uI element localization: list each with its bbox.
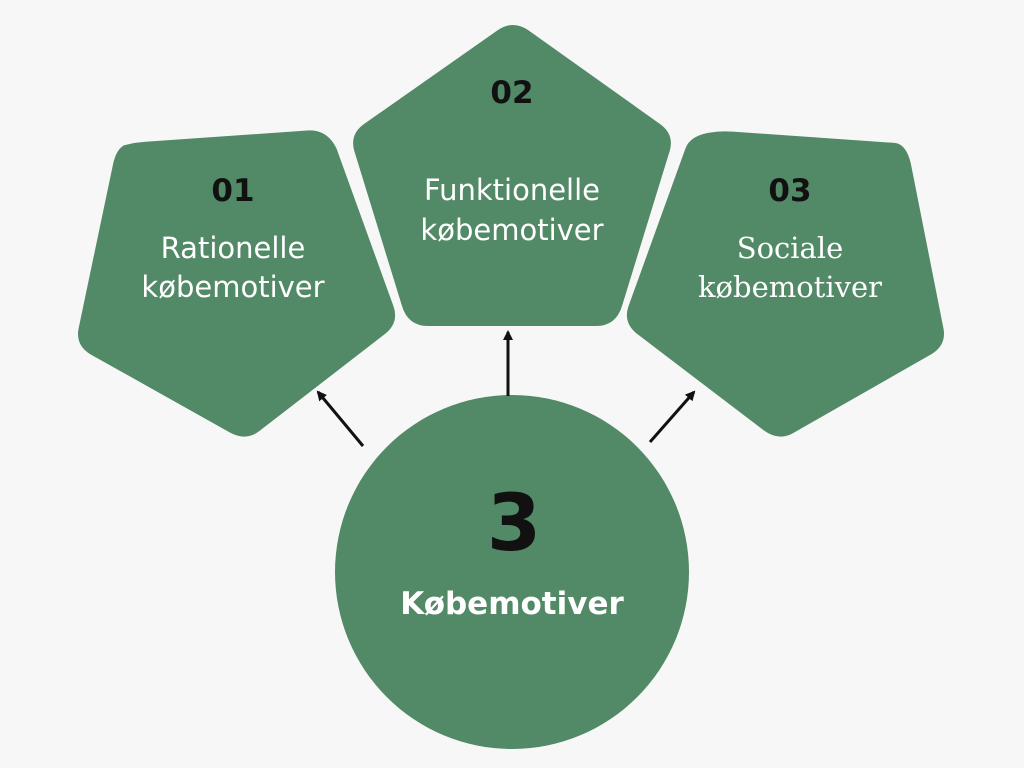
motive-02-number: 02 <box>490 75 533 111</box>
motive-03-line1: Sociale <box>737 231 844 265</box>
pentagon-03 <box>626 131 944 437</box>
center-label: Købemotiver <box>400 586 624 622</box>
motive-01-line2: købemotiver <box>141 270 324 304</box>
center-number: 3 <box>487 479 541 569</box>
motive-03-number: 03 <box>768 173 811 209</box>
motive-02-line2: købemotiver <box>420 213 603 247</box>
pentagon-02 <box>353 25 671 326</box>
arrow-to-03 <box>648 390 696 443</box>
pentagon-01 <box>78 130 396 437</box>
center-circle <box>335 395 689 749</box>
motive-01-number: 01 <box>211 173 254 209</box>
arrow-to-01 <box>316 390 365 447</box>
motive-03-line2: købemotiver <box>698 270 882 304</box>
motive-01-line1: Rationelle <box>161 231 306 265</box>
motive-02-line1: Funktionelle <box>424 173 600 207</box>
